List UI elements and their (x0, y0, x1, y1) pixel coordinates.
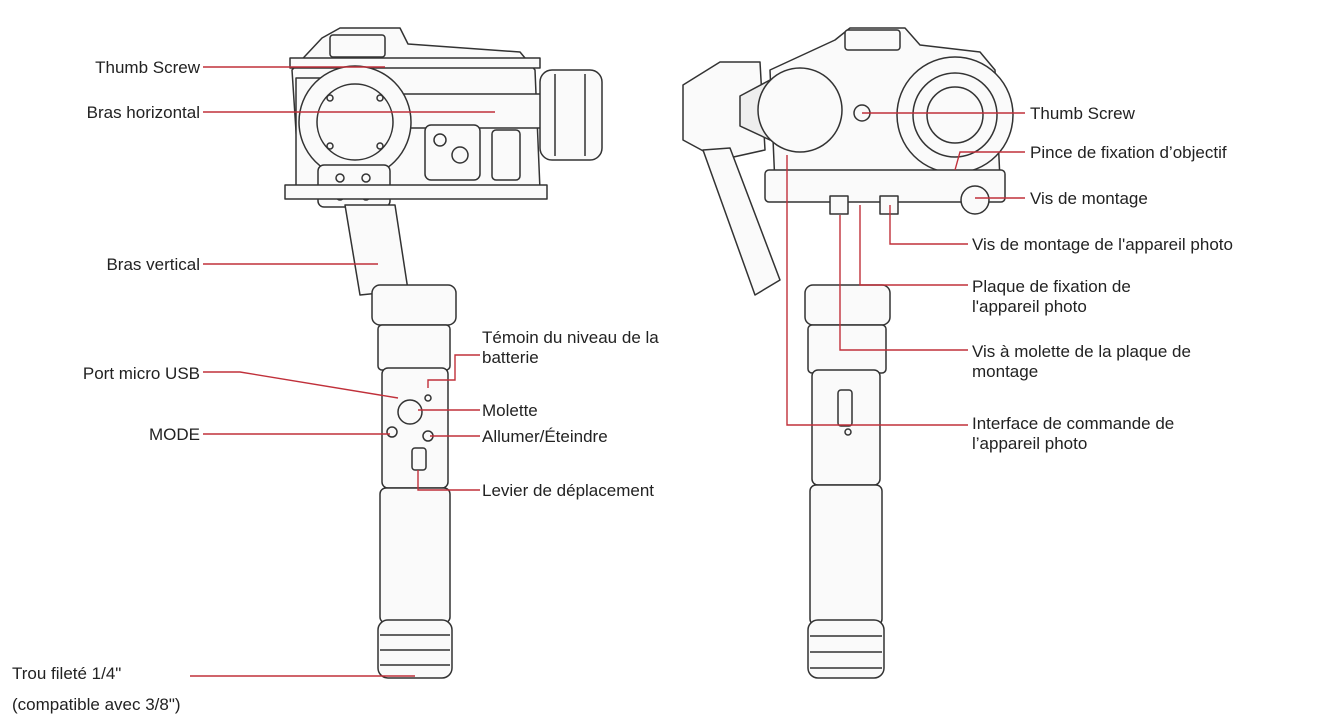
left-baseplate (284, 184, 548, 200)
label-vis-appareil: Vis de montage de l'appareil photo (972, 235, 1233, 254)
leader-plaque (859, 205, 968, 286)
label-bras-horizontal: Bras horizontal (86, 103, 200, 122)
leader-vis-molette (839, 215, 968, 351)
leader-levier (417, 470, 480, 491)
right-vertical-arm (702, 147, 781, 296)
left-roll-motor (539, 69, 603, 161)
left-pan-motor (371, 284, 457, 326)
label-interface-line2: l’appareil photo (972, 434, 1088, 453)
label-vis-molette-line1: Vis à molette de la plaque de (972, 342, 1191, 361)
leader-pince (954, 151, 1025, 171)
label-interface: Interface de commande de l’appareil phot… (972, 414, 1174, 454)
right-tilt-motor (757, 67, 843, 153)
left-viewfinder (329, 34, 386, 58)
left-grip-end (377, 619, 453, 679)
leader-interface (786, 155, 968, 426)
label-pince: Pince de fixation d’objectif (1030, 143, 1227, 162)
label-thumb-screw-left: Thumb Screw (95, 58, 200, 77)
left-grip (379, 487, 451, 624)
label-molette: Molette (482, 401, 538, 420)
label-plaque: Plaque de fixation de l'appareil photo (972, 277, 1131, 317)
leader-vis-appareil (889, 205, 968, 245)
right-gimbal (682, 27, 1014, 679)
label-bras-vertical: Bras vertical (106, 255, 200, 274)
label-temoin-line2: batterie (482, 348, 539, 367)
right-lens (896, 56, 1014, 174)
right-pan-motor (804, 284, 891, 326)
left-camera-top (289, 57, 541, 69)
leader-temoin (427, 354, 480, 388)
leader-port-usb (203, 371, 399, 399)
right-handle (811, 369, 881, 486)
right-grip (809, 484, 883, 626)
label-trou-line2: (compatible avec 3/8") (12, 695, 181, 714)
label-temoin: Témoin du niveau de la batterie (482, 328, 659, 368)
left-vertical-arm (344, 204, 409, 296)
label-allumer: Allumer/Éteindre (482, 427, 608, 446)
joystick-icon (397, 399, 423, 425)
label-plaque-line2: l'appareil photo (972, 297, 1087, 316)
label-mode: MODE (149, 425, 200, 444)
label-thumb-screw-right: Thumb Screw (1030, 104, 1135, 123)
label-vis-molette-line2: montage (972, 362, 1039, 381)
left-tilt-motor (298, 65, 412, 179)
label-vis-molette: Vis à molette de la plaque de montage (972, 342, 1191, 382)
label-port-usb: Port micro USB (82, 364, 200, 383)
left-horizontal-arm (389, 93, 551, 129)
right-roll-motor (682, 61, 766, 161)
left-gimbal (284, 27, 603, 679)
label-temoin-line1: Témoin du niveau de la (482, 328, 659, 347)
label-vis-montage: Vis de montage (1030, 189, 1148, 208)
label-levier: Levier de déplacement (482, 481, 655, 500)
right-grip-end (807, 619, 885, 679)
left-handle-collar (377, 324, 451, 371)
label-plaque-line1: Plaque de fixation de (972, 277, 1131, 296)
label-interface-line1: Interface de commande de (972, 414, 1175, 433)
slide-lever (411, 447, 427, 471)
mounting-screw (960, 185, 990, 215)
label-trou-line1: Trou fileté 1/4" (12, 664, 122, 683)
